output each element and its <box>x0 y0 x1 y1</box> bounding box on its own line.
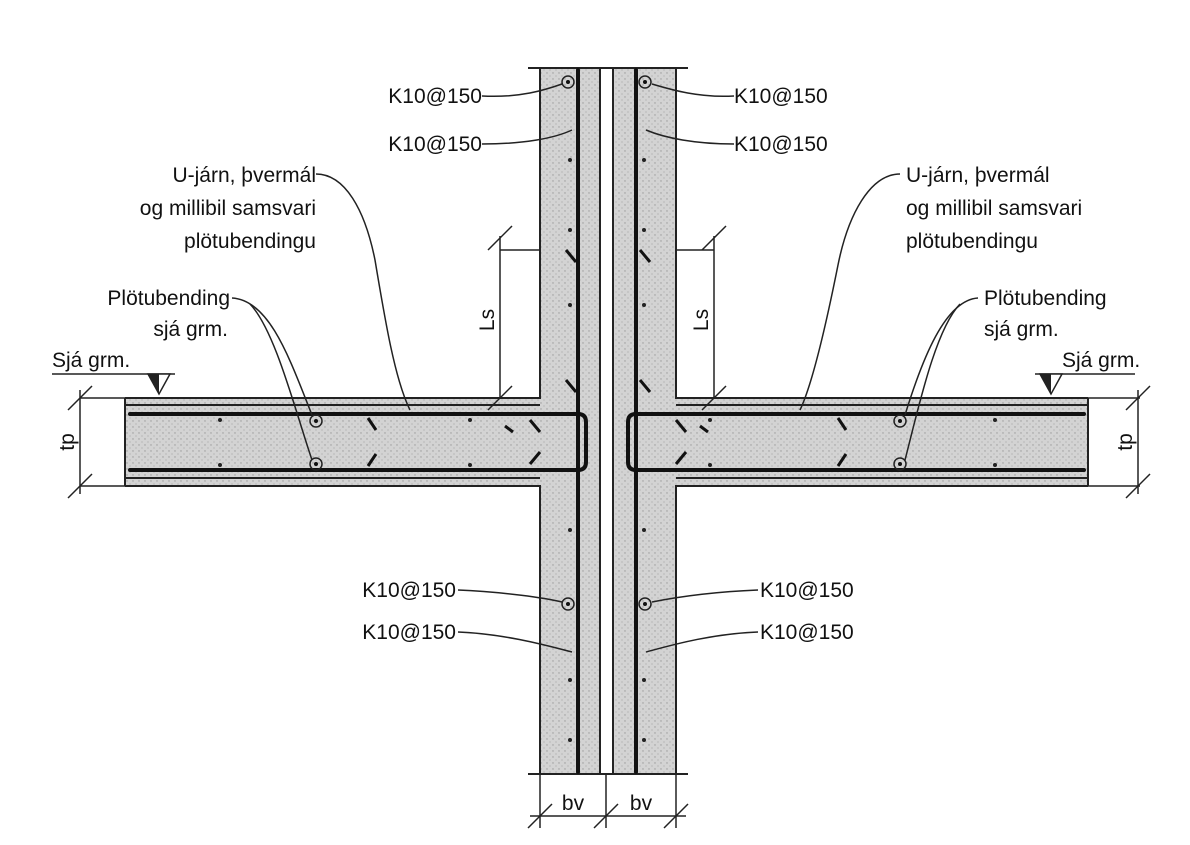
label-bottom-left-2: K10@150 <box>362 621 456 644</box>
label-bottom-right-1: K10@150 <box>760 579 854 602</box>
dim-ls-right: Ls <box>690 309 713 331</box>
label-level-left: Sjá grm. <box>52 349 130 372</box>
dimensions <box>67 225 1151 829</box>
wall-gap <box>600 68 613 774</box>
label-ubar-left-line1: U-járn, þvermál <box>172 164 316 187</box>
label-top-left-2: K10@150 <box>388 133 482 156</box>
left-slab <box>125 398 600 486</box>
labels: K10@150 K10@150 K10@150 K10@150 K10@150 … <box>52 85 1140 815</box>
label-ubar-left-line3: plötubendingu <box>184 230 316 253</box>
dim-tp-left: tp <box>56 433 79 451</box>
level-markers <box>52 373 1135 396</box>
label-bottom-left-1: K10@150 <box>362 579 456 602</box>
label-top-right-2: K10@150 <box>734 133 828 156</box>
label-level-right: Sjá grm. <box>1062 349 1140 372</box>
concrete-outline <box>124 67 1089 775</box>
label-slab-rebar-left-line2: sjá grm. <box>153 318 228 341</box>
label-bottom-right-2: K10@150 <box>760 621 854 644</box>
rebar <box>128 68 1086 774</box>
label-top-left-1: K10@150 <box>388 85 482 108</box>
leader-lines <box>231 83 979 653</box>
left-u-bar <box>408 412 588 472</box>
dim-tp-right: tp <box>1114 433 1137 451</box>
label-top-right-1: K10@150 <box>734 85 828 108</box>
dim-bv-left: bv <box>562 792 585 815</box>
label-ubar-right-line2: og millibil samsvari <box>906 197 1082 220</box>
dim-ls-left: Ls <box>476 309 499 331</box>
label-slab-rebar-right-line1: Plötubending <box>984 287 1107 310</box>
label-ubar-right-line3: plötubendingu <box>906 230 1038 253</box>
right-slab <box>613 398 1088 486</box>
label-slab-rebar-right-line2: sjá grm. <box>984 318 1059 341</box>
label-slab-rebar-left-line1: Plötubending <box>107 287 230 310</box>
label-ubar-right-line1: U-járn, þvermál <box>906 164 1050 187</box>
right-u-bar <box>626 412 802 472</box>
dim-bv-right: bv <box>630 792 653 815</box>
label-ubar-left-line2: og millibil samsvari <box>140 197 316 220</box>
